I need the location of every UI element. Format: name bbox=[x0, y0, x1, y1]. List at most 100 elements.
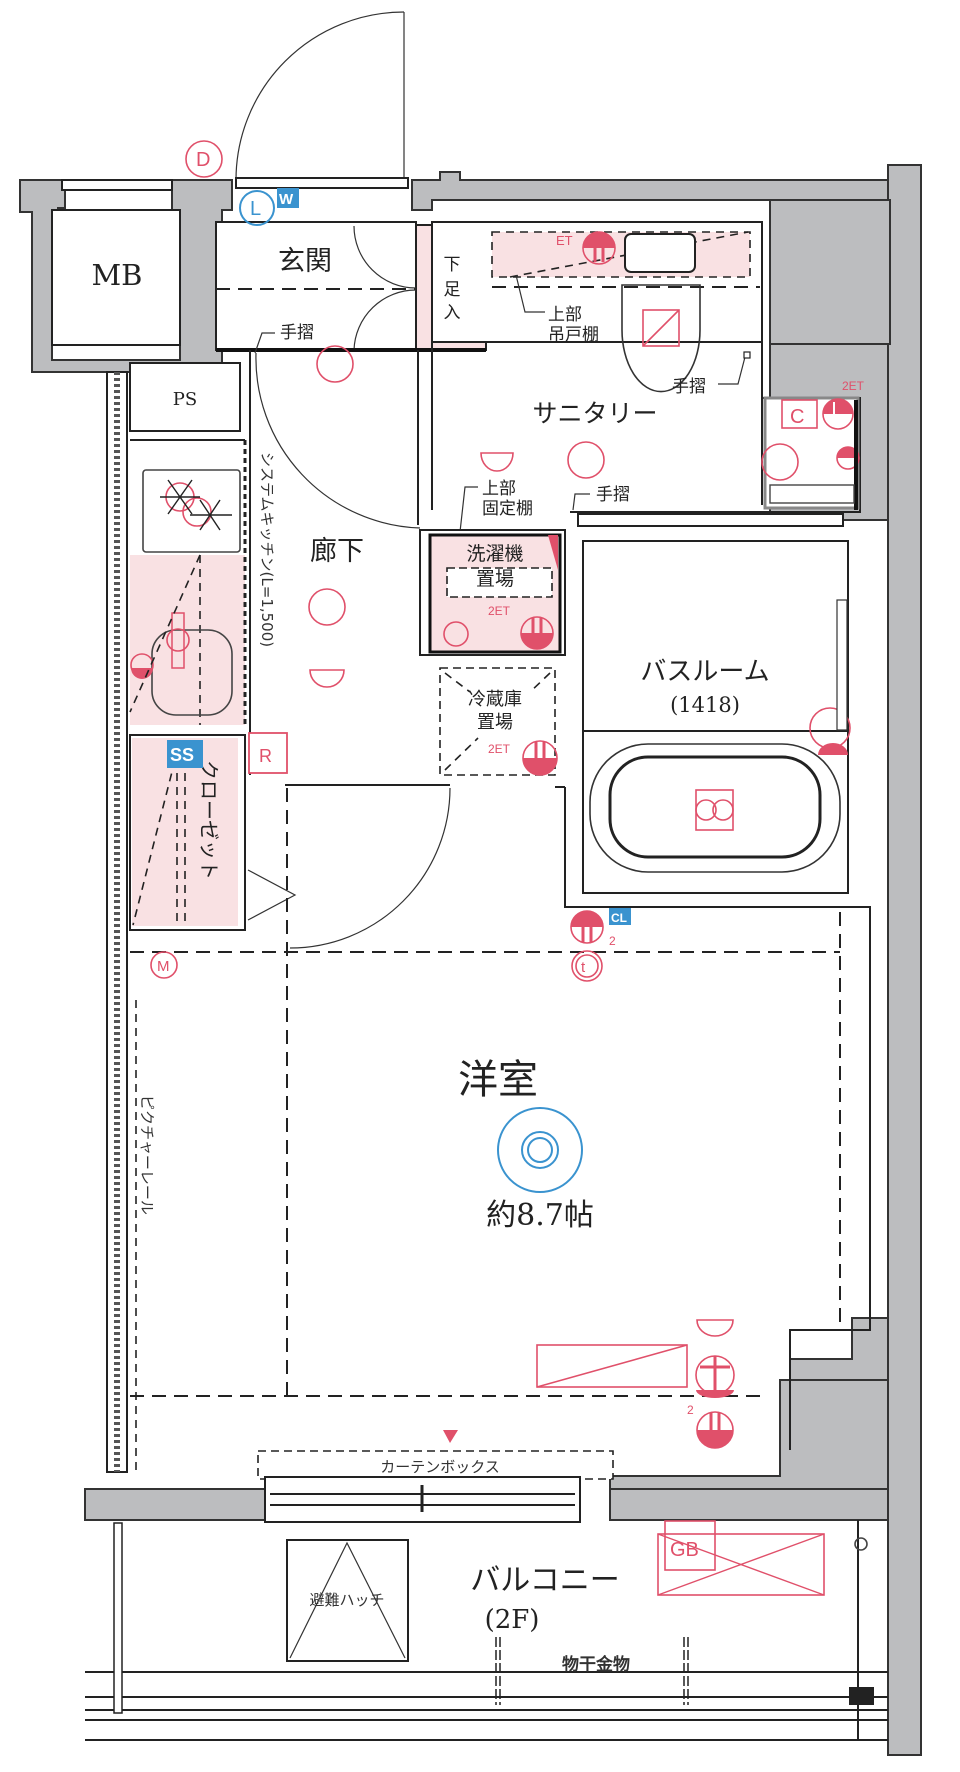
handrail-label-bath: 手摺 bbox=[596, 485, 630, 505]
balcony-floor-label: (2F) bbox=[485, 1605, 540, 1635]
washbasin-mirror-light-icon bbox=[836, 446, 860, 470]
living-outlet-icon bbox=[570, 910, 604, 944]
washbasin-outlet-icon bbox=[822, 398, 854, 430]
front-door-frame[interactable] bbox=[235, 177, 409, 189]
inner-door-swing-top bbox=[353, 225, 417, 289]
burner-icon bbox=[160, 479, 232, 531]
bathroom-corner-wall bbox=[609, 1379, 889, 1490]
washer-faucet-icon bbox=[548, 535, 558, 570]
ceiling-light-icon bbox=[497, 1107, 583, 1193]
sanitary-bracket-light-icon bbox=[480, 452, 514, 472]
ss-badge bbox=[167, 740, 203, 768]
m-symbol-icon bbox=[150, 951, 178, 979]
et-label: ET bbox=[556, 233, 573, 248]
w-badge bbox=[277, 188, 299, 208]
2et-label-washbasin: 2ET bbox=[842, 379, 865, 393]
sanitary-walls bbox=[431, 342, 763, 510]
mb-room bbox=[51, 209, 181, 346]
bathtub[interactable] bbox=[589, 743, 841, 873]
et-outlet-icon bbox=[582, 231, 616, 265]
balcony-wall-left bbox=[84, 1488, 271, 1521]
fridge-outlet-icon bbox=[522, 740, 558, 776]
shoe-storage-label-1: 下 bbox=[444, 255, 461, 275]
room-door-swing bbox=[289, 787, 451, 949]
d-symbol-icon bbox=[185, 140, 223, 178]
washer-label-2: 置場 bbox=[476, 568, 514, 590]
upper-cabinet-label-2: 吊戸棚 bbox=[548, 325, 599, 345]
air-conditioner-icon bbox=[536, 1344, 688, 1388]
living-room-right-wall bbox=[564, 787, 871, 1450]
corridor-bracket-light-icon bbox=[309, 669, 345, 688]
gas-boiler-icon bbox=[657, 1533, 825, 1596]
faucet-icon bbox=[171, 612, 185, 669]
shoe-storage-label-3: 入 bbox=[444, 303, 461, 323]
cl-badge bbox=[609, 908, 631, 925]
clothes-hanger-label: 物干金物 bbox=[562, 1654, 630, 1675]
fridge-label-2: 置場 bbox=[477, 712, 513, 733]
hanging-cabinet-area bbox=[492, 232, 750, 277]
drain-icon bbox=[854, 1537, 868, 1551]
sanitary-right-wall bbox=[769, 199, 891, 345]
handrail-label-genkan: 手摺 bbox=[280, 323, 314, 343]
western-room-label: 洋室 bbox=[458, 1057, 538, 1103]
two-label-cl: 2 bbox=[609, 934, 616, 948]
balcony-wall-right bbox=[609, 1488, 889, 1521]
m-symbol-label: M bbox=[157, 958, 170, 975]
2et-label-washer: 2ET bbox=[488, 604, 511, 618]
corridor-label: 廊下 bbox=[310, 536, 364, 567]
r-box-icon bbox=[248, 732, 288, 774]
bathroom-fan-icon bbox=[818, 743, 848, 755]
upper-shelf-label-1: 上部 bbox=[482, 479, 516, 499]
w-label: W bbox=[279, 191, 294, 208]
sanitary-door-swing bbox=[255, 352, 421, 529]
shoe-storage-label-2: 足 bbox=[444, 280, 461, 300]
right-exterior-wall bbox=[887, 164, 922, 1756]
tv-outlet-icon bbox=[571, 950, 603, 982]
aircon-outlet-icon bbox=[695, 1355, 735, 1398]
aircon-bracket-icon bbox=[696, 1319, 734, 1337]
inner-door-swing-bottom bbox=[353, 289, 417, 351]
c-symbol: C bbox=[790, 406, 804, 428]
d-symbol-label: D bbox=[196, 149, 210, 171]
upper-shelf-label-2: 固定棚 bbox=[482, 499, 533, 519]
l-symbol-label: L bbox=[250, 198, 261, 220]
ss-label: SS bbox=[170, 745, 194, 765]
closet-door-swing bbox=[247, 869, 297, 921]
toilet-tank[interactable] bbox=[624, 233, 696, 273]
handrail-icon bbox=[743, 351, 751, 359]
system-kitchen-label: システムキッチン(L=1,500) bbox=[258, 452, 276, 647]
genkan-label: 玄関 bbox=[278, 246, 332, 277]
mb-window bbox=[61, 179, 173, 191]
evacuation-hatch[interactable] bbox=[286, 1539, 409, 1662]
bathroom-label: バスルーム bbox=[640, 657, 769, 687]
genkan-area bbox=[215, 221, 417, 351]
bathroom-size-label: (1418) bbox=[670, 693, 740, 717]
washer-outlet-icon bbox=[520, 616, 554, 650]
balcony-label: バルコニー bbox=[470, 1563, 619, 1598]
two-label-bottom: 2 bbox=[687, 1403, 694, 1417]
curtain-box-label: カーテンボックス bbox=[380, 1458, 500, 1476]
cooktop[interactable] bbox=[142, 469, 241, 553]
fridge-area[interactable] bbox=[439, 667, 556, 776]
living-bottom-outlet-icon bbox=[696, 1411, 734, 1449]
mb-label: MB bbox=[91, 258, 142, 292]
evacuation-hatch-label: 避難ハッチ bbox=[309, 1591, 384, 1609]
ps-box bbox=[129, 362, 241, 432]
tv-outlet-label: t bbox=[581, 959, 586, 976]
fridge-label-1: 冷蔵庫 bbox=[468, 689, 522, 710]
sanitary-ceiling-light-icon bbox=[567, 441, 605, 479]
closet-label: クローゼット bbox=[197, 760, 221, 880]
washlet-icon bbox=[642, 309, 680, 347]
gb-label: GB bbox=[670, 1539, 699, 1561]
upper-cabinet-label-1: 上部 bbox=[548, 305, 582, 325]
kitchen-light-icon bbox=[130, 653, 154, 679]
l-symbol-icon bbox=[239, 190, 275, 226]
handrail-label-sanitary: 手摺 bbox=[672, 377, 706, 397]
c-box-icon bbox=[781, 399, 818, 429]
bathroom-door[interactable] bbox=[577, 513, 844, 527]
toilet-bowl[interactable] bbox=[621, 284, 701, 393]
bathroom-area bbox=[582, 540, 849, 894]
washbasin-light-icon bbox=[761, 443, 799, 481]
balcony-partition bbox=[113, 1522, 123, 1714]
